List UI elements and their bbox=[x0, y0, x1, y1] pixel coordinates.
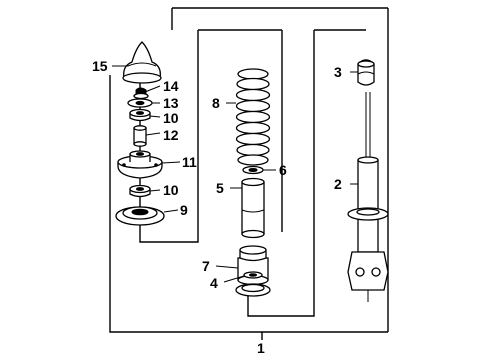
callout-leaders bbox=[112, 65, 358, 283]
callout-14: 14 bbox=[163, 78, 179, 94]
callout-11: 11 bbox=[182, 154, 197, 170]
callout-8: 8 bbox=[212, 95, 220, 111]
part-10-bushing-lower bbox=[129, 184, 151, 198]
callout-13: 13 bbox=[163, 95, 179, 111]
callout-4: 4 bbox=[210, 275, 218, 291]
callout-2: 2 bbox=[334, 176, 342, 192]
part-7-insulator bbox=[237, 245, 269, 286]
part-14-nut bbox=[133, 87, 149, 100]
lower-spring-seat bbox=[235, 283, 271, 297]
part-2-strut bbox=[347, 92, 389, 302]
part-4-washer bbox=[243, 271, 263, 279]
part-9-spring-seat bbox=[115, 206, 165, 226]
part-11-strut-mount bbox=[117, 150, 163, 179]
callout-12: 12 bbox=[163, 127, 179, 143]
callout-10-lower: 10 bbox=[163, 182, 179, 198]
part-12-spacer bbox=[133, 125, 147, 147]
part-15-dust-cap bbox=[122, 41, 162, 84]
callout-7: 7 bbox=[202, 258, 210, 274]
callout-5: 5 bbox=[216, 180, 224, 196]
callout-labels: 15 14 13 10 12 11 10 9 8 6 5 7 4 3 2 1 bbox=[92, 58, 342, 356]
callout-3: 3 bbox=[334, 64, 342, 80]
callout-10-upper: 10 bbox=[163, 110, 179, 126]
part-5-dust-boot bbox=[241, 177, 265, 239]
part-10-bushing-upper bbox=[129, 108, 151, 122]
part-6-bump-stop-ring bbox=[242, 165, 264, 175]
callout-9: 9 bbox=[180, 202, 188, 218]
callout-6: 6 bbox=[279, 162, 287, 178]
part-3-upper-mount bbox=[357, 59, 375, 86]
part-13-washer bbox=[127, 98, 153, 108]
part-8-coil-spring bbox=[235, 68, 271, 166]
callout-1: 1 bbox=[257, 340, 265, 356]
callout-15: 15 bbox=[92, 58, 108, 74]
